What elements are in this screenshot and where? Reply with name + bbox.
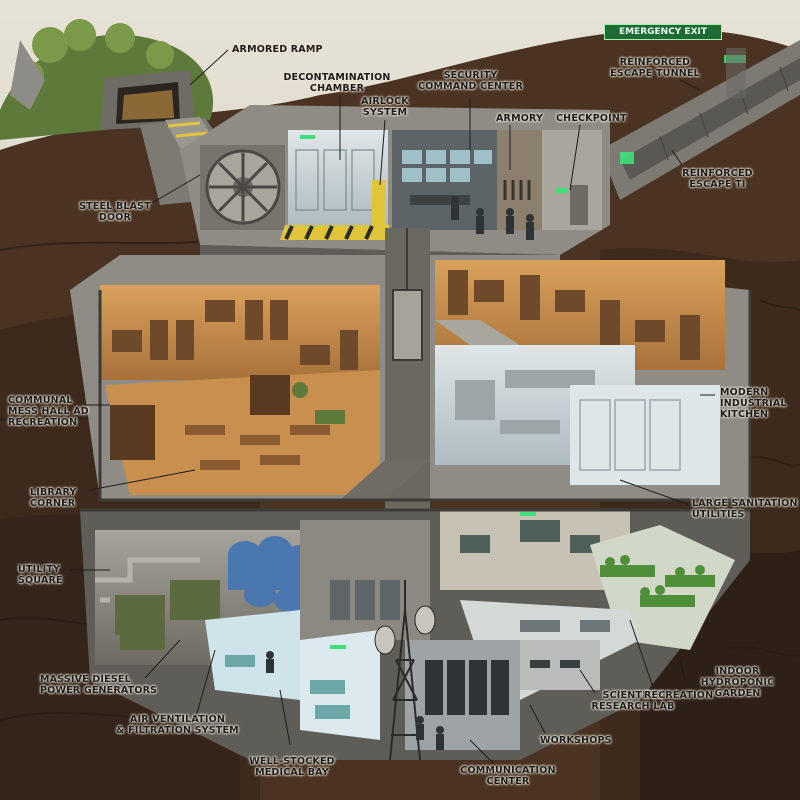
label-steel-blast-door: STEEL BLAST DOOR <box>79 201 151 223</box>
label-communication-center: COMMUNICATION CENTER <box>460 765 556 787</box>
label-massive-diesel-power-generators: MASSIVE DIESEL POWER GENERATORS <box>40 674 158 696</box>
leader-lines <box>70 49 715 766</box>
label-reinforced-escape-tunnel: REINFORCED ESCAPE TUNNEL <box>610 57 700 79</box>
label-indoor-hydroponic-garden: INDOOR HYDROPONIC GARDEN <box>700 666 775 699</box>
label-modern-industrial-kitchen: MODERN INDUSTRIAL KITCHEN <box>720 387 787 420</box>
label-workshops: WORKSHOPS <box>540 735 612 746</box>
label-communal-mess-hall: COMMUNAL MESS HALL AD RECREATION <box>8 395 89 428</box>
label-decontamination-chamber: DECONTAMINATION CHAMBER <box>283 72 391 94</box>
label-recreation: RECREATION <box>644 690 714 701</box>
label-utility-square: UTILITY SQUARE <box>18 564 63 586</box>
label-armored-ramp: ARMORED RAMP <box>232 44 323 55</box>
label-library-corner: LIBRARY CORNER <box>30 487 77 509</box>
label-armory: ARMORY <box>496 113 544 124</box>
label-scientific-research-lab: SCIENTIFIC RESEARCH LAB <box>591 690 675 712</box>
label-security-command-center: SECURITY COMMAND CENTER <box>418 70 523 92</box>
label-air-ventilation: AIR VENTILATION & FILTRATION SYSTEM <box>116 714 239 736</box>
label-large-sanitation-utilities: LARGE SANITATION UTILITIES <box>692 498 798 520</box>
label-reinforced-escape-ti: REINFORCED ESCAPE TI <box>682 168 753 190</box>
emergency-exit-sign: EMERGENCY EXIT <box>604 24 722 40</box>
label-checkpoint: CHECKPOINT <box>556 113 627 124</box>
mess-hall <box>105 370 380 495</box>
label-airlock-system: AIRLOCK SYSTEM <box>361 96 409 118</box>
dormitory-left <box>100 285 380 380</box>
decontamination-room <box>288 130 388 225</box>
label-well-stocked-medical-bay: WELL-STOCKED MEDICAL BAY <box>249 756 335 778</box>
